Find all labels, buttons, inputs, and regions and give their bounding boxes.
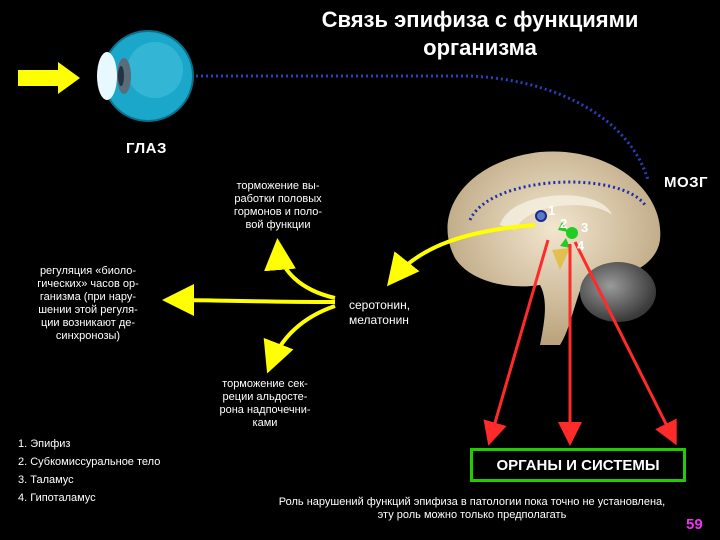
legend-item: 2. Субкомиссуральное тело: [18, 456, 161, 468]
brain-label: МОЗГ: [664, 174, 709, 191]
marker-4: 4: [577, 238, 585, 253]
light-input-arrow: [18, 62, 80, 94]
marker-3: 3: [581, 220, 589, 235]
slide-title: Связь эпифиза с функциями организма: [321, 7, 639, 60]
eye-illustration: [97, 30, 194, 122]
page-number: 59: [686, 516, 703, 533]
legend-item: 3. Таламус: [18, 474, 74, 486]
arrow-to-aldosterone: [263, 304, 336, 374]
legend-item: 4. Гипоталамус: [18, 492, 96, 504]
effect-sexual-function: торможение вы- работки половых гормонов …: [233, 180, 323, 231]
marker-2: 2: [560, 216, 568, 231]
brain-illustration: [447, 151, 661, 345]
effect-biorhythms: регуляция «биоло- гических» часов ор- га…: [37, 265, 139, 342]
legend: 1. Эпифиз 2. Субкомиссуральное тело 3. Т…: [18, 435, 160, 507]
effect-aldosterone: торможение сек- реции альдосте- рона над…: [219, 378, 311, 429]
legend-item: 1. Эпифиз: [18, 438, 71, 450]
arrow-to-sexual-function: [264, 238, 336, 300]
brain-markers: [535, 210, 578, 248]
eye-label: ГЛАЗ: [126, 140, 167, 157]
marker-1: 1: [548, 203, 556, 218]
footnote: Роль нарушений функций эпифиза в патолог…: [278, 496, 666, 521]
red-arrow-left: [483, 239, 550, 446]
red-arrow-right: [573, 241, 677, 446]
arrow-to-biorhythms: [162, 284, 336, 317]
arrow-to-serotonin-from-brain: [386, 223, 536, 287]
hormones-label: серотонин, мелатонин: [349, 298, 411, 327]
organs-systems-box: ОРГАНЫ И СИСТЕМЫ: [470, 448, 686, 482]
